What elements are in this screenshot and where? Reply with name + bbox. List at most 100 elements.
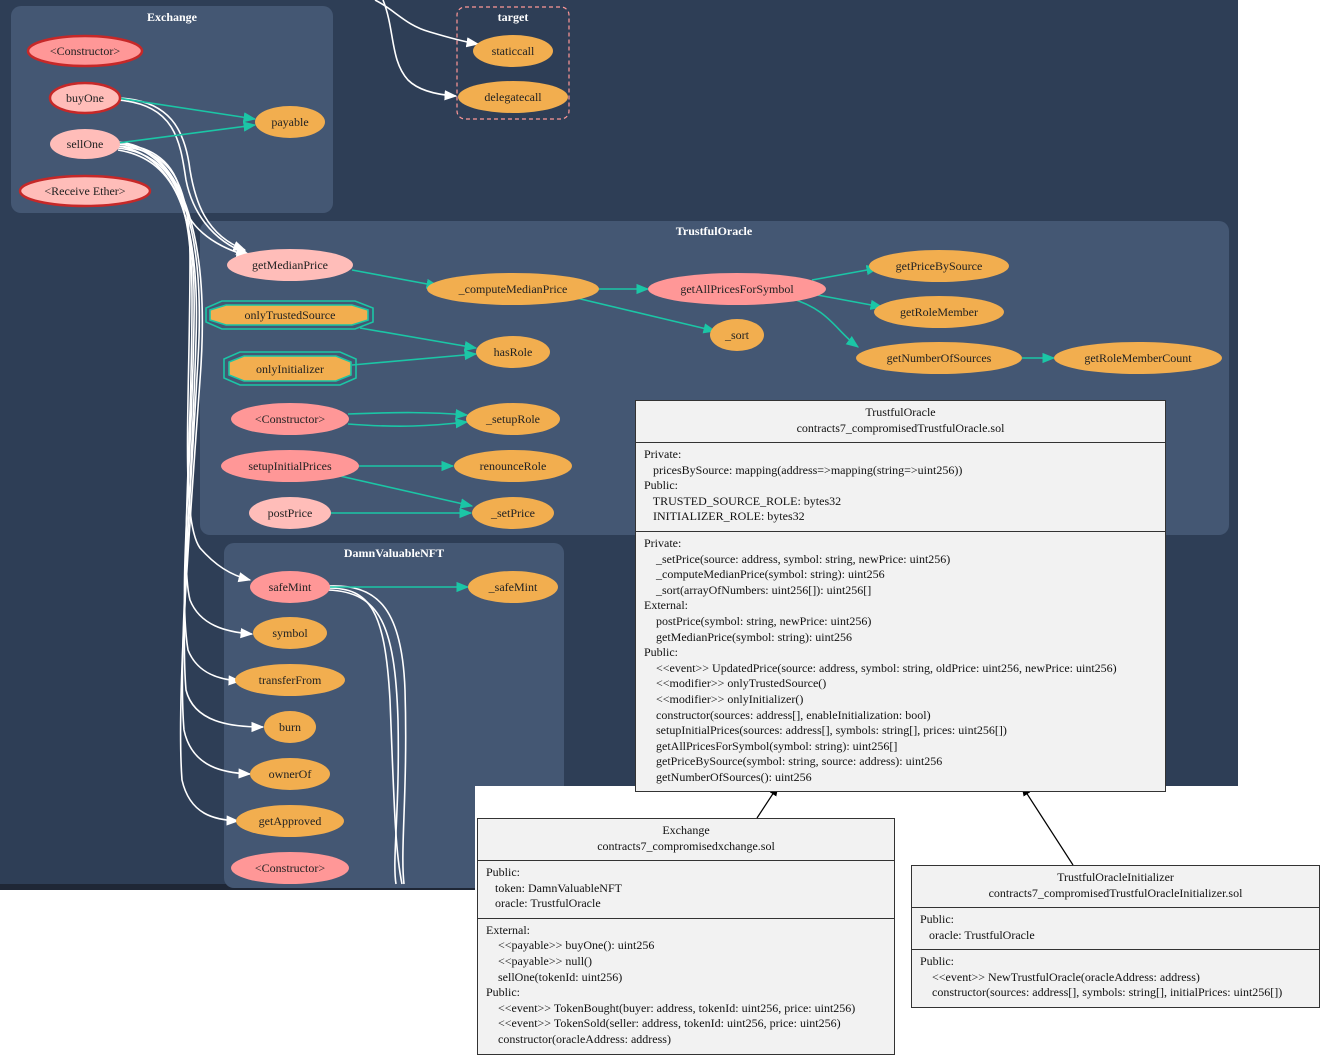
uml-member-line: sellOne(tokenId: uint256) [486, 969, 623, 984]
cluster-trustful-oracle-label: TrustfulOracle [676, 224, 753, 238]
node-delegatecall[interactable]: delegatecall [458, 81, 568, 113]
uml-member-line: External: [644, 598, 688, 613]
node-set-price[interactable]: _setPrice [472, 497, 554, 529]
node-setup-initial-prices[interactable]: setupInitialPrices [221, 450, 359, 482]
external-edges [117, 0, 480, 885]
uml-member-line: getPriceBySource(symbol: string, source:… [644, 754, 943, 769]
node-label: getAllPricesForSymbol [680, 282, 794, 296]
node-symbol[interactable]: symbol [253, 617, 327, 649]
uml-operations: Public: <<event>> NewTrustfulOracle(orac… [912, 950, 1319, 1007]
node-exchange-constructor[interactable]: <Constructor> [26, 34, 144, 68]
node-post-price[interactable]: postPrice [249, 497, 331, 529]
node-nft-constructor[interactable]: <Constructor> [231, 852, 349, 884]
node-setup-role[interactable]: _setupRole [466, 403, 560, 435]
uml-member-line: setupInitialPrices(sources: address[], s… [644, 723, 1007, 738]
node-burn[interactable]: burn [264, 711, 316, 743]
node-safe-mint[interactable]: safeMint [250, 571, 330, 603]
node-label: _safeMint [488, 580, 538, 594]
uml-class-trustful-oracle: TrustfulOracle contracts7_compromisedTru… [635, 400, 1166, 793]
uml-member-line: _sort(arrayOfNumbers: uint256[]): uint25… [644, 582, 872, 597]
node-only-initializer[interactable]: onlyInitializer [223, 351, 357, 386]
uml-class-trustful-oracle-initializer: TrustfulOracleInitializer contracts7_com… [911, 865, 1320, 1008]
uml-member-line: Public: [920, 912, 955, 926]
cluster-target: target [456, 6, 570, 120]
node-label: getMedianPrice [252, 258, 328, 272]
uml-member-line: oracle: TrustfulOracle [920, 927, 1035, 942]
node-payable[interactable]: payable [255, 106, 325, 138]
uml-member-line: constructor(oracleAddress: address) [486, 1031, 671, 1046]
uml-class-file: contracts7_compromisedxchange.sol [597, 838, 775, 853]
internal-edges [117, 97, 1056, 593]
node-label: getNumberOfSources [887, 351, 992, 365]
node-oracle-constructor[interactable]: <Constructor> [231, 403, 349, 435]
uml-member-line: Public: [644, 478, 679, 493]
node-safe-mint-internal[interactable]: _safeMint [468, 571, 558, 603]
uml-attributes: Public: token: DamnValuableNFT oracle: T… [478, 861, 894, 919]
node-label: <Constructor> [255, 412, 325, 426]
node-label: <Constructor> [50, 44, 120, 58]
node-receive-ether[interactable]: <Receive Ether> [18, 174, 152, 208]
node-label: burn [279, 720, 301, 734]
uml-member-line: <<event>> UpdatedPrice(source: address, … [644, 660, 1117, 675]
node-label: <Receive Ether> [44, 184, 125, 198]
uml-member-line: Private: [644, 447, 682, 461]
node-label: getPriceBySource [896, 259, 983, 273]
uml-operations: External: <<payable>> buyOne(): uint256 … [478, 919, 894, 1054]
node-label: hasRole [494, 345, 533, 359]
node-get-approved[interactable]: getApproved [236, 805, 344, 837]
node-label: onlyTrustedSource [245, 308, 336, 322]
node-label: delegatecall [484, 90, 542, 104]
node-label: safeMint [269, 580, 312, 594]
uml-member-line: TRUSTED_SOURCE_ROLE: bytes32 [644, 493, 842, 508]
node-get-role-member-count[interactable]: getRoleMemberCount [1054, 342, 1222, 374]
node-sort[interactable]: _sort [710, 319, 764, 351]
uml-member-line: <<event>> TokenBought(buyer: address, to… [486, 1000, 856, 1015]
uml-member-line: Public: [644, 645, 679, 660]
node-only-trusted-source[interactable]: onlyTrustedSource [205, 300, 374, 330]
node-get-all-prices-for-symbol[interactable]: getAllPricesForSymbol [648, 273, 826, 305]
node-has-role[interactable]: hasRole [476, 336, 550, 368]
cluster-dvnft-label: DamnValuableNFT [344, 546, 444, 560]
node-buy-one[interactable]: buyOne [48, 81, 122, 115]
node-label: renounceRole [480, 459, 547, 473]
node-sell-one[interactable]: sellOne [50, 129, 120, 159]
node-get-number-of-sources[interactable]: getNumberOfSources [856, 342, 1022, 374]
uml-member-line: constructor(sources: address[], symbols:… [920, 985, 1283, 1000]
uml-attributes: Public: oracle: TrustfulOracle [912, 908, 1319, 951]
uml-class-header: Exchange contracts7_compromisedxchange.s… [478, 819, 894, 861]
uml-member-line: <<payable>> null() [486, 953, 593, 968]
uml-class-header: TrustfulOracleInitializer contracts7_com… [912, 866, 1319, 908]
node-label: _computeMedianPrice [458, 282, 568, 296]
node-renounce-role[interactable]: renounceRole [454, 450, 572, 482]
uml-member-line: <<event>> TokenSold(seller: address, tok… [486, 1016, 841, 1031]
initializer-uses-oracle-edge [1021, 785, 1074, 866]
node-compute-median-price[interactable]: _computeMedianPrice [427, 273, 599, 305]
node-get-role-member[interactable]: getRoleMember [874, 296, 1004, 328]
uml-member-line: oracle: TrustfulOracle [486, 896, 601, 911]
node-label: setupInitialPrices [248, 459, 332, 473]
uml-member-line: _setPrice(source: address, symbol: strin… [644, 551, 951, 566]
node-get-median-price[interactable]: getMedianPrice [227, 249, 353, 281]
uml-class-name: TrustfulOracle [865, 405, 936, 419]
node-staticcall[interactable]: staticcall [473, 35, 553, 67]
uml-member-line: Public: [486, 985, 521, 1000]
uml-member-line: postPrice(symbol: string, newPrice: uint… [644, 613, 872, 628]
uml-member-line: getAllPricesForSymbol(symbol: string): u… [644, 738, 898, 753]
node-label: symbol [272, 626, 308, 640]
node-label: getRoleMemberCount [1084, 351, 1192, 365]
uml-member-line: constructor(sources: address[], enableIn… [644, 707, 931, 722]
node-label: transferFrom [259, 673, 322, 687]
node-label: sellOne [67, 137, 104, 151]
uml-operations: Private: _setPrice(source: address, symb… [636, 532, 1165, 792]
node-get-price-by-source[interactable]: getPriceBySource [869, 250, 1009, 282]
node-owner-of[interactable]: ownerOf [250, 758, 330, 790]
node-label: onlyInitializer [256, 362, 324, 376]
uml-attributes: Private: pricesBySource: mapping(address… [636, 443, 1165, 532]
uml-class-name: TrustfulOracleInitializer [1057, 870, 1174, 884]
nodes: <Constructor> buyOne sellOne <Receive Et… [18, 34, 1222, 884]
node-label: getRoleMember [900, 305, 978, 319]
uml-class-file: contracts7_compromisedTrustfulOracle.sol [796, 420, 1005, 435]
node-label: getApproved [259, 814, 322, 828]
node-transfer-from[interactable]: transferFrom [235, 664, 345, 696]
uml-class-header: TrustfulOracle contracts7_compromisedTru… [636, 401, 1165, 443]
